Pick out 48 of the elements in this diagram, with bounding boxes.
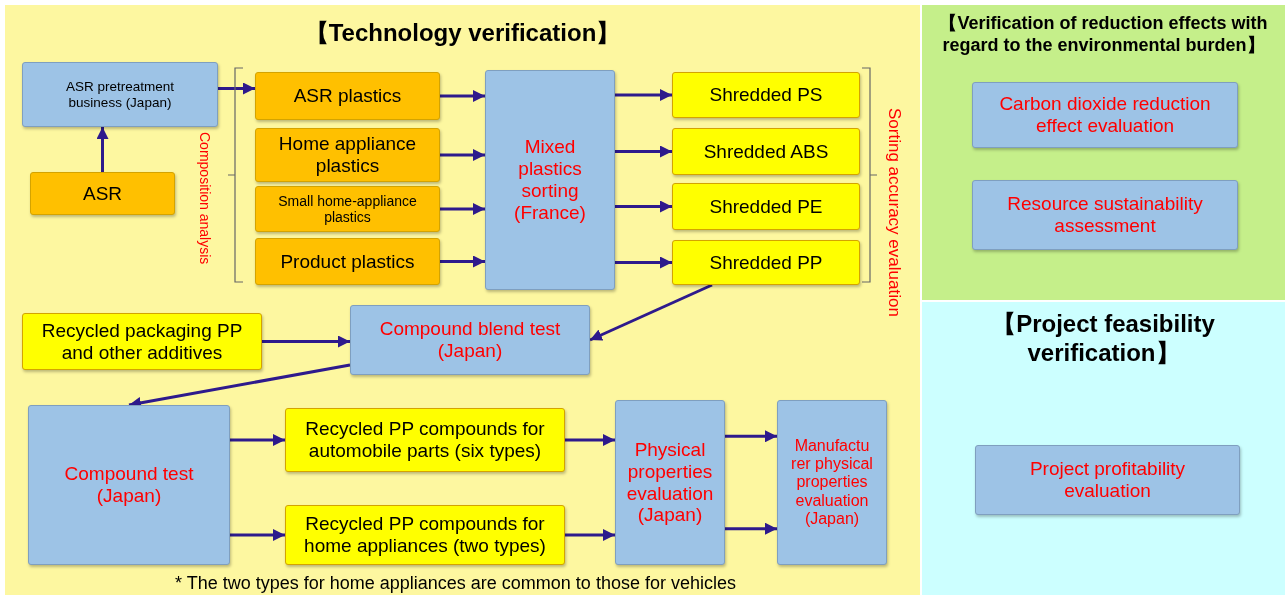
arrow: [615, 145, 672, 158]
material-box: Shredded ABS: [672, 128, 860, 175]
arrow: [440, 203, 485, 215]
arrow: [262, 335, 350, 348]
panel: [922, 302, 1285, 595]
material-box: Small home-appliance plastics: [255, 186, 440, 232]
process-box: ASR pretreatment business (Japan): [22, 62, 218, 127]
process-box: Compound test (Japan): [28, 405, 230, 565]
arrow: [565, 434, 615, 446]
material-box: Recycled packaging PP and other additives: [22, 313, 262, 370]
process-box: Physical properties evaluation (Japan): [615, 400, 725, 565]
axis-note: Composition analysis: [197, 132, 213, 265]
material-box: ASR: [30, 172, 175, 215]
axis-note: Sorting accuracy evaluation: [884, 108, 904, 317]
process-box: Project profitability evaluation: [975, 445, 1240, 515]
arrow: [230, 434, 285, 446]
arrow: [589, 283, 713, 342]
panel: [922, 5, 1285, 300]
arrow: [218, 82, 255, 95]
process-box: Manufactu rer physical properties evaluation (Japan): [777, 400, 887, 565]
material-box: Shredded PP: [672, 240, 860, 285]
process-box: Mixed plastics sorting (France): [485, 70, 615, 290]
panel-heading: 【Verification of reduction effects with regard to the environmental burden】: [938, 13, 1269, 57]
panel: [5, 5, 920, 595]
arrow: [725, 430, 777, 443]
material-box: ASR plastics: [255, 72, 440, 120]
arrow: [565, 529, 615, 541]
arrow: [725, 522, 777, 535]
arrow: [440, 90, 485, 102]
arrow: [615, 200, 672, 213]
arrow: [230, 529, 285, 541]
arrow: [615, 89, 672, 101]
arrow: [615, 256, 672, 269]
material-box: Product plastics: [255, 238, 440, 285]
material-box: Recycled PP compounds for automobile parts (six types): [285, 408, 565, 472]
material-box: Shredded PE: [672, 183, 860, 230]
material-box: Shredded PS: [672, 72, 860, 118]
panel-heading: 【Technology verification】: [303, 19, 622, 48]
process-box: Compound blend test (Japan): [350, 305, 590, 375]
process-box: Carbon dioxide reduction effect evaluation: [972, 82, 1238, 148]
process-box: Resource sustainability assessment: [972, 180, 1238, 250]
material-box: Recycled PP compounds for home appliances (two types): [285, 505, 565, 565]
arrow: [440, 149, 485, 161]
arrow: [440, 255, 485, 268]
footnote: * The two types for home appliances are common to those for vehicles: [175, 573, 736, 594]
arrow: [96, 127, 109, 172]
panel-heading: 【Project feasibility verification】: [991, 310, 1216, 368]
material-box: Home appliance plastics: [255, 128, 440, 182]
